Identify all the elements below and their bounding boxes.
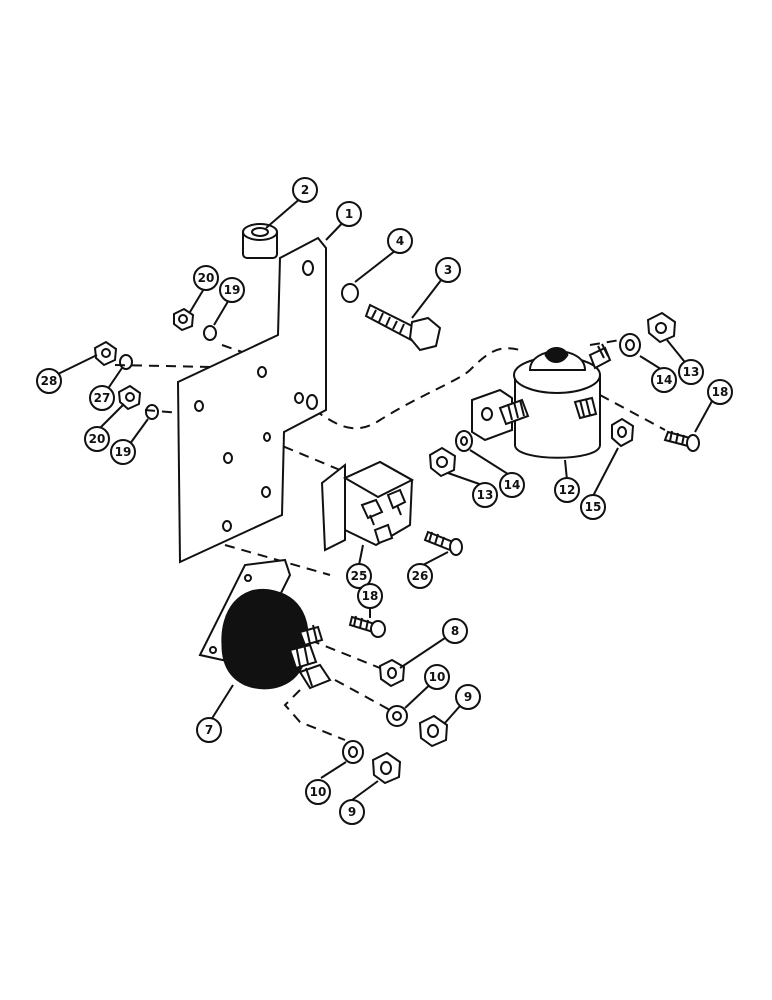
svg-text:8: 8 (451, 624, 459, 638)
hex-bolt-3 (364, 303, 442, 352)
washer-14-right (619, 333, 641, 357)
callout-13-right: 13 (678, 359, 704, 385)
svg-text:7: 7 (205, 723, 213, 737)
svg-text:27: 27 (94, 391, 111, 405)
callout-18-right: 18 (707, 379, 733, 405)
svg-text:26: 26 (412, 569, 429, 583)
callout-14-right: 14 (651, 367, 677, 393)
washer-10-lower (342, 740, 364, 764)
svg-text:25: 25 (351, 569, 368, 583)
nut-9-lower (371, 751, 402, 785)
callout-4: 4 (387, 228, 413, 254)
svg-text:3: 3 (444, 263, 452, 277)
nut-13-left (428, 446, 457, 478)
callout-7: 7 (196, 717, 222, 743)
nut-8 (378, 658, 406, 688)
solenoid-12 (471, 343, 612, 459)
nut-28 (93, 340, 118, 367)
svg-text:2: 2 (301, 183, 309, 197)
callout-12: 12 (554, 477, 580, 503)
callout-18-lower: 18 (357, 583, 383, 609)
svg-text:18: 18 (712, 385, 729, 399)
callout-8: 8 (442, 618, 468, 644)
washer-27 (119, 354, 133, 370)
callouts: 1 2 3 4 20 19 28 27 20 19 14 13 18 13 14… (36, 177, 733, 825)
washer-19-lower (145, 404, 159, 420)
svg-text:9: 9 (348, 805, 356, 819)
callout-19-lower: 19 (110, 439, 136, 465)
screw-18-right (663, 430, 700, 452)
callout-2: 2 (292, 177, 318, 203)
svg-text:14: 14 (504, 478, 521, 492)
nut-13-right (646, 311, 677, 344)
nut-20-lower (117, 384, 142, 411)
svg-text:14: 14 (656, 373, 673, 387)
callout-1: 1 (336, 201, 362, 227)
callout-10-lower: 10 (305, 779, 331, 805)
svg-text:12: 12 (559, 483, 576, 497)
callout-25: 25 (346, 563, 372, 589)
callout-10-upper: 10 (424, 664, 450, 690)
svg-text:15: 15 (585, 500, 602, 514)
svg-text:19: 19 (115, 445, 132, 459)
nut-20-upper (173, 307, 195, 332)
svg-text:1: 1 (345, 207, 353, 221)
svg-text:20: 20 (198, 271, 215, 285)
svg-text:10: 10 (310, 785, 327, 799)
svg-text:4: 4 (396, 234, 404, 248)
callout-27: 27 (89, 385, 115, 411)
callout-19-upper: 19 (219, 277, 245, 303)
svg-text:19: 19 (224, 283, 241, 297)
svg-text:9: 9 (464, 690, 472, 704)
svg-text:20: 20 (89, 432, 106, 446)
svg-text:18: 18 (362, 589, 379, 603)
screw-26 (423, 530, 463, 556)
callout-3: 3 (435, 257, 461, 283)
svg-text:13: 13 (477, 488, 494, 502)
nut-9-upper (418, 714, 449, 748)
screw-18-lower (348, 615, 386, 638)
washer-10-upper (386, 705, 408, 727)
callout-20-lower: 20 (84, 426, 110, 452)
callout-9-lower: 9 (339, 799, 365, 825)
starter-solenoid-7 (198, 558, 332, 690)
svg-text:10: 10 (429, 670, 446, 684)
callout-28: 28 (36, 368, 62, 394)
callout-20-upper: 20 (193, 265, 219, 291)
callout-9-upper: 9 (455, 684, 481, 710)
nut-15 (611, 417, 635, 448)
callout-15: 15 (580, 494, 606, 520)
callout-13-left: 13 (472, 482, 498, 508)
washer-19-upper (203, 325, 217, 341)
svg-text:13: 13 (683, 365, 700, 379)
relay-block-25 (320, 460, 415, 552)
mounting-bracket-plate (176, 236, 327, 564)
callout-26: 26 (407, 563, 433, 589)
lock-washer-4 (341, 283, 359, 303)
spacer-part (242, 223, 278, 259)
callout-14-left: 14 (499, 472, 525, 498)
washer-14-left (455, 430, 473, 452)
svg-text:28: 28 (41, 374, 58, 388)
